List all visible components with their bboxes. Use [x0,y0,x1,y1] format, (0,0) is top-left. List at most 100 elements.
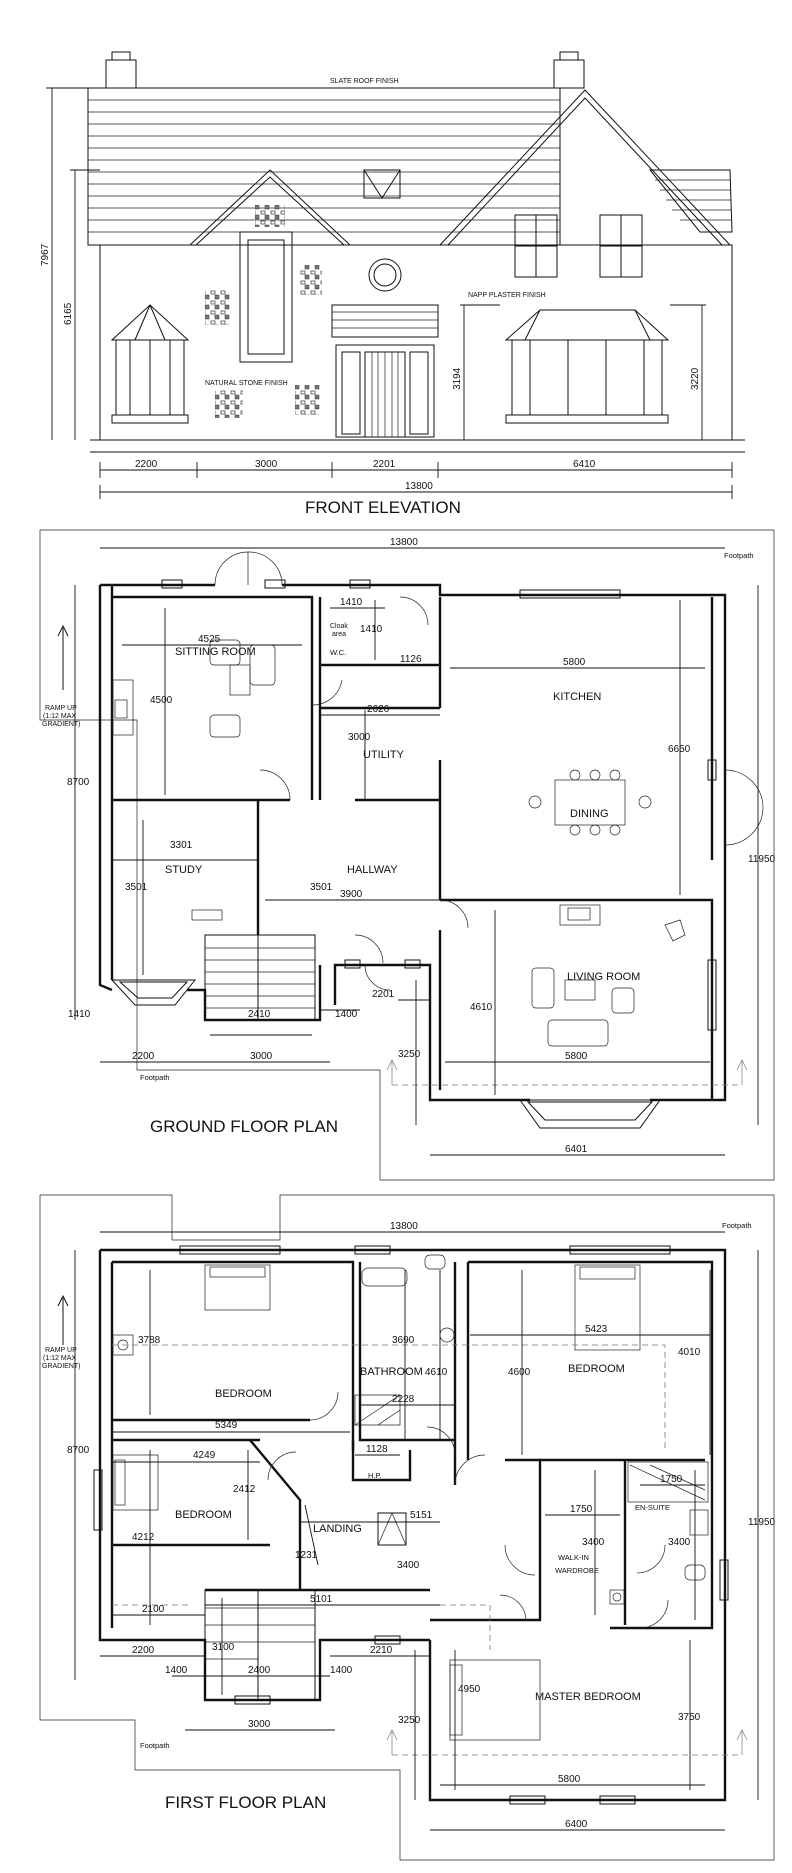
first-doors [267,1391,669,1629]
f-dim-3788: 3788 [138,1335,161,1346]
room-study: STUDY [165,864,203,876]
dim-door-height: 3194 [452,367,463,390]
dim-height-eaves: 6165 [63,302,74,325]
ground-ramp-2: (1:12 MAX [43,713,76,720]
f-dim-1231: 1231 [295,1550,318,1561]
f-dim-4610: 4610 [425,1367,448,1378]
right-chimney [553,51,585,89]
ground-footpath-bottom: Footpath [140,1073,170,1082]
f-dim-4212: 4212 [132,1532,155,1543]
g-dim-2410: 2410 [248,1009,271,1020]
g-dim-3501s: 3501 [125,882,148,893]
ground-doors [214,551,764,991]
first-ramp-2: (1:12 MAX [43,1355,76,1362]
g-dim-8700: 8700 [67,777,90,788]
facade-wall [99,244,733,441]
room-landing: LANDING [313,1523,362,1535]
g-dim-top: 13800 [390,537,418,548]
f-dim-8700: 8700 [67,1445,90,1456]
dim-total: 13800 [405,481,433,492]
ground-furniture [112,639,686,1047]
ground-walls [98,583,727,1102]
g-dim-1410c: 1410 [68,1009,91,1020]
room-bed1: BEDROOM [215,1388,272,1400]
g-dim-5800k: 5800 [563,657,586,668]
g-dim-1410b: 1410 [360,624,383,635]
right-gable [363,89,732,278]
dim-bay-height: 3220 [690,367,701,390]
ground-title: GROUND FLOOR PLAN [150,1117,338,1136]
first-floor-plan: Footpath Footpath RAMP UP (1:12 MAX GRAD… [39,1194,776,1861]
ground-ramp-3: GRADIENT) [42,721,81,728]
f-dim-5800: 5800 [558,1774,581,1785]
g-dim-3501h: 3501 [310,882,333,893]
room-living: LIVING ROOM [567,971,640,983]
room-walkin-2: WARDROBE [555,1566,599,1575]
ground-ramp-arrow [57,624,69,690]
f-dim-4010: 4010 [678,1347,701,1358]
g-dim-3000u: 3000 [348,732,371,743]
room-hallway: HALLWAY [347,864,398,876]
first-ramp-3: GRADIENT) [42,1363,81,1370]
f-dim-3400b: 3400 [668,1537,691,1548]
room-wc: W.C. [330,648,346,657]
f-dim-5101: 5101 [310,1594,333,1605]
elevation-title: FRONT ELEVATION [305,498,461,517]
front-elevation: SLATE ROOF FINISH NAPP PLASTER FINISH NA… [40,51,745,517]
f-dim-11950: 11950 [748,1517,776,1528]
left-chimney [105,51,137,89]
f-dim-4950: 4950 [458,1684,481,1695]
ground-floor-plan: Footpath Footpath RAMP UP (1:12 MAX GRAD… [39,529,776,1181]
g-dim-4610: 4610 [470,1002,493,1013]
room-sitting: SITTING ROOM [175,646,256,658]
stone-note: NATURAL STONE FINISH [205,380,288,387]
f-dim-3000: 3000 [248,1719,271,1730]
dim-w2: 3000 [255,459,278,470]
f-dim-3100: 3100 [212,1642,235,1653]
room-bed2: BEDROOM [568,1363,625,1375]
f-dim-3690: 3690 [392,1335,415,1346]
room-cloak-2: area [332,631,346,638]
elevation-width-dims [99,462,733,499]
g-dim-3301: 3301 [170,840,193,851]
f-dim-1750b: 1750 [660,1474,683,1485]
first-footpath-bottom: Footpath [140,1741,170,1750]
dim-w4: 6410 [573,459,596,470]
dim-w1: 2200 [135,459,158,470]
f-dim-2200: 2200 [132,1645,155,1656]
f-dim-4249: 4249 [193,1450,216,1461]
g-dim-1410a: 1410 [340,597,363,608]
dim-w3: 2201 [373,459,396,470]
f-dim-3250: 3250 [398,1715,421,1726]
g-dim-2626: 2626 [367,704,390,715]
first-title: FIRST FLOOR PLAN [165,1793,326,1812]
first-footpath-top: Footpath [722,1221,752,1230]
g-dim-6650: 6650 [668,744,691,755]
plaster-note: NAPP PLASTER FINISH [468,292,546,299]
f-dim-1400b: 1400 [330,1665,353,1676]
room-bathroom: BATHROOM [360,1366,423,1378]
room-hp: H.P. [368,1471,382,1480]
f-dim-2100: 2100 [142,1604,165,1615]
f-dim-2228: 2228 [392,1394,415,1405]
room-cloak-1: Cloak [330,623,348,630]
f-dim-5349: 5349 [215,1420,238,1431]
f-dim-4600: 4600 [508,1367,531,1378]
ground-footpath-right: Footpath [724,551,754,560]
f-dim-1750a: 1750 [570,1504,593,1515]
f-dim-3400c: 3400 [397,1560,420,1571]
first-furniture [112,1254,709,1741]
ground-stairs [204,934,316,1021]
f-dim-2400: 2400 [248,1665,271,1676]
f-dim-1400a: 1400 [165,1665,188,1676]
f-dim-1128: 1128 [366,1444,388,1455]
f-dim-2210: 2210 [370,1645,393,1656]
g-dim-11950: 11950 [748,854,776,865]
g-dim-3900: 3900 [340,889,363,900]
g-dim-3000b: 3000 [250,1051,273,1062]
first-ramp-1: RAMP UP [45,1347,77,1354]
g-dim-4500: 4500 [150,695,173,706]
ground-dim-lines [74,547,759,1156]
room-bed3: BEDROOM [175,1509,232,1521]
